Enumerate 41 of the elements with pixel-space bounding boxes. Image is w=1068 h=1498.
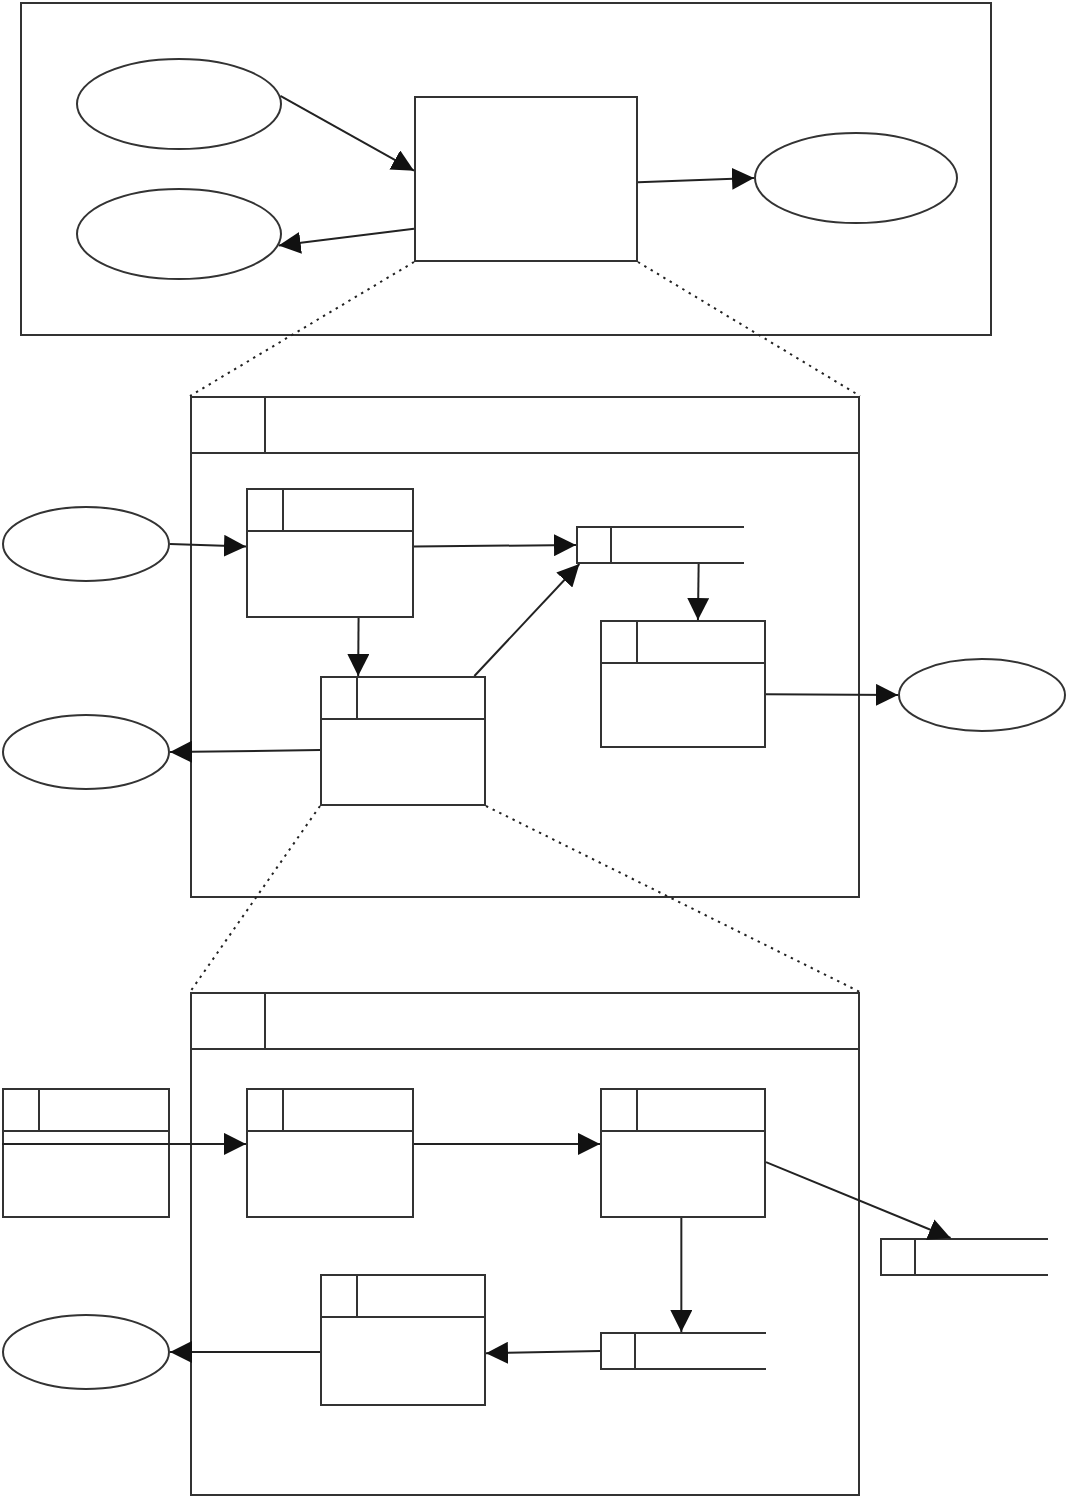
external-entity-ellipse bbox=[898, 658, 1066, 732]
process-box bbox=[600, 620, 766, 748]
arrow bbox=[413, 1132, 601, 1155]
arrow bbox=[485, 1341, 601, 1364]
process-detail-panel bbox=[190, 992, 860, 1496]
external-entity-ellipse bbox=[76, 188, 282, 280]
external-entity-ellipse bbox=[76, 58, 282, 150]
arrow bbox=[169, 534, 247, 557]
arrow bbox=[765, 683, 899, 706]
zoom-line bbox=[485, 805, 861, 993]
arrow bbox=[670, 1217, 693, 1333]
arrow bbox=[473, 563, 581, 677]
arrow bbox=[169, 1341, 321, 1363]
process-box bbox=[600, 1088, 766, 1218]
process-box bbox=[20, 2, 992, 336]
arrow bbox=[765, 1161, 952, 1240]
data-store bbox=[880, 1238, 1048, 1276]
arrow bbox=[279, 94, 415, 172]
process-box bbox=[246, 488, 414, 618]
zoom-line bbox=[189, 805, 321, 993]
external-entity-ellipse bbox=[2, 1314, 170, 1390]
zoom-line bbox=[189, 261, 415, 397]
process-box bbox=[414, 96, 638, 262]
process-detail-panel bbox=[190, 396, 860, 898]
arrow bbox=[1, 1132, 247, 1155]
arrow bbox=[687, 563, 710, 621]
data-store bbox=[576, 526, 744, 564]
arrow bbox=[413, 534, 577, 557]
zoom-line bbox=[637, 261, 861, 397]
external-entity-ellipse bbox=[2, 506, 170, 582]
process-box bbox=[320, 676, 486, 806]
external-entity-ellipse bbox=[754, 132, 958, 224]
arrow bbox=[347, 617, 370, 677]
data-store bbox=[600, 1332, 766, 1370]
external-entity-ellipse bbox=[2, 714, 170, 790]
arrow bbox=[637, 167, 755, 190]
arrow bbox=[169, 740, 321, 763]
process-box bbox=[320, 1274, 486, 1406]
process-box bbox=[246, 1088, 414, 1218]
process-box bbox=[2, 1088, 170, 1218]
arrow bbox=[277, 227, 415, 254]
